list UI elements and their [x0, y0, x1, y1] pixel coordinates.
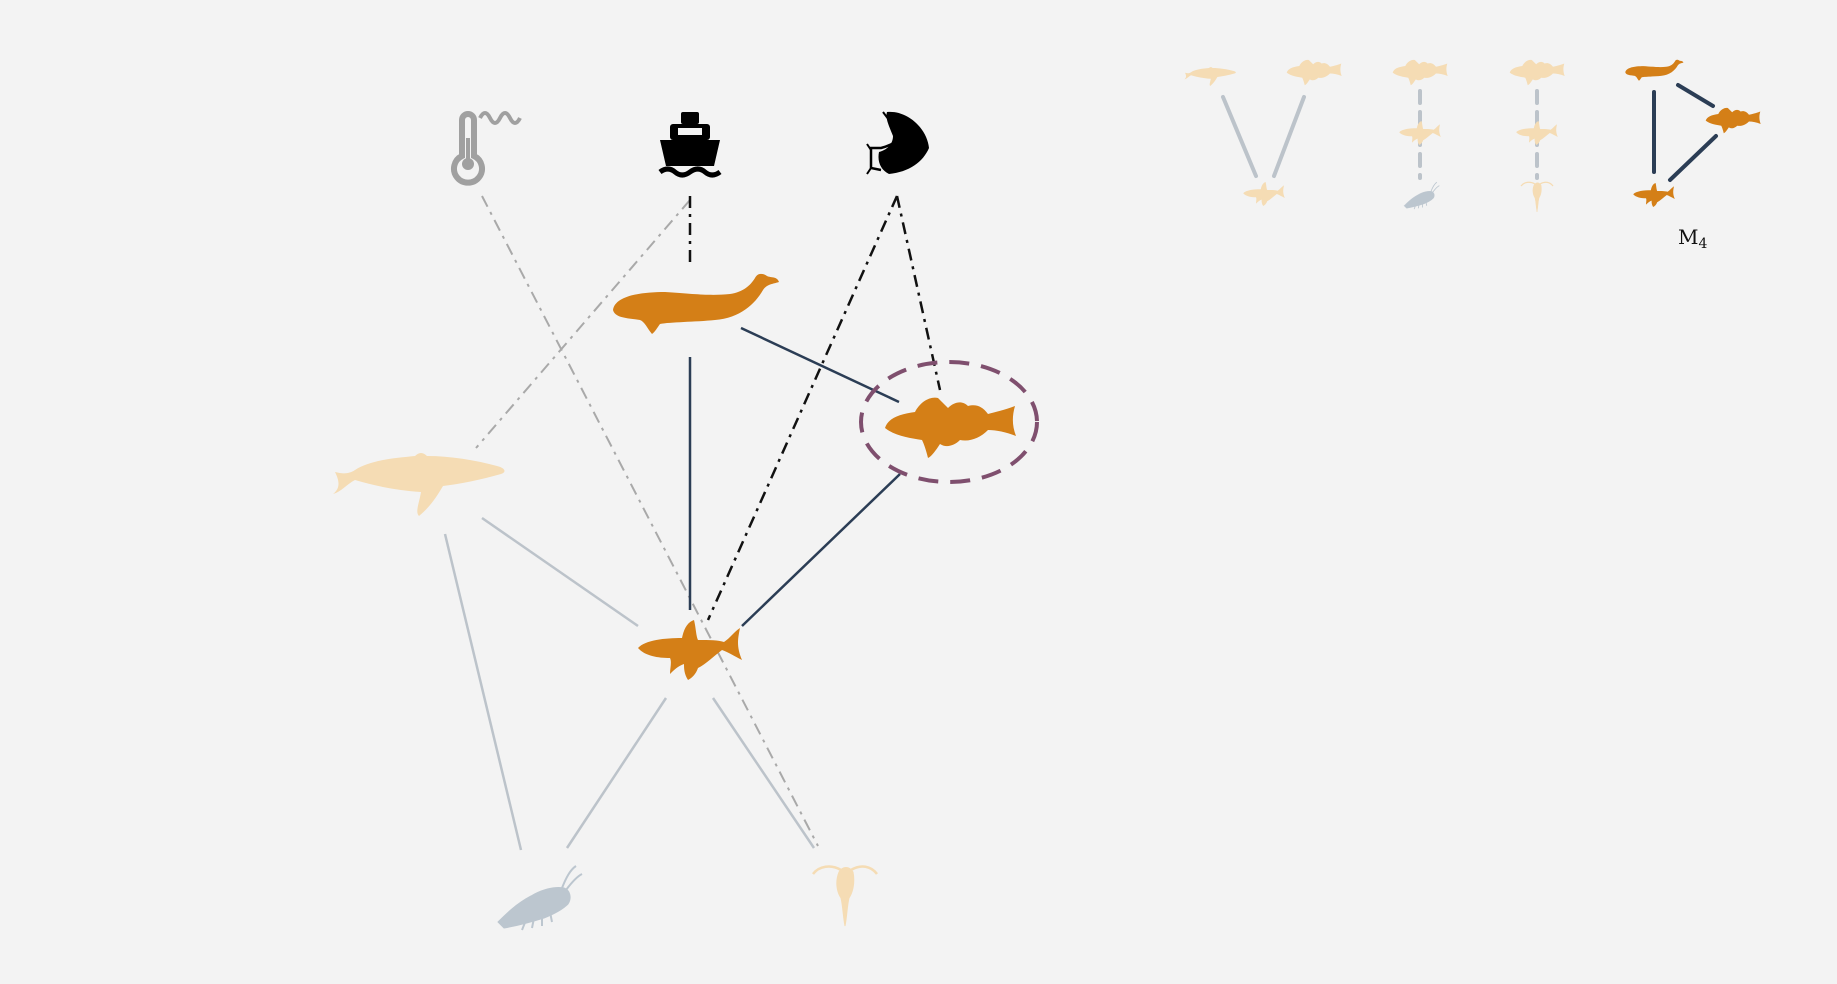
- humpback-krill-link: [443, 533, 523, 851]
- motif-v: [1184, 59, 1342, 206]
- capelin-krill-link: [565, 697, 668, 849]
- humpback-whale-icon: [333, 453, 505, 516]
- predation-cod-link: [895, 195, 942, 391]
- motif-v-capelin-icon: [1243, 182, 1285, 206]
- highlight-ellipse: [859, 360, 1039, 484]
- motif-chain-krill-krill-icon: [1403, 181, 1440, 210]
- motif-chain-copepod-cod-icon: [1509, 59, 1565, 86]
- capelin-copepod-link: [711, 697, 816, 849]
- motif-chain-krill-cod-icon: [1392, 59, 1448, 86]
- motif-triangle-beluga-icon: [1625, 59, 1684, 81]
- motif-v-humpback-icon: [1184, 67, 1236, 86]
- cod-capelin-link: [741, 473, 901, 627]
- motif-chain-copepod-capelin-icon: [1516, 121, 1558, 145]
- humpback-capelin-link: [481, 516, 639, 628]
- motif-triangle-cod-icon: [1705, 107, 1761, 134]
- motif-chain-krill: [1392, 59, 1448, 210]
- motif-chain-krill-capelin-icon: [1399, 121, 1441, 145]
- motif-chain-copepod: [1509, 59, 1565, 213]
- motif-triangle-capelin-icon: [1633, 183, 1675, 207]
- cod-icon: [885, 397, 1016, 458]
- motif-panel: M4: [1184, 59, 1761, 252]
- fishing-humpback-link: [475, 199, 691, 449]
- ship-icon: [658, 112, 722, 178]
- capelin-icon: [638, 620, 742, 680]
- krill-icon: [497, 865, 583, 931]
- motif-chain-copepod-copepod-icon: [1520, 181, 1554, 213]
- motif-label-base: M: [1678, 225, 1698, 249]
- seal-icon: [866, 111, 929, 175]
- motif-triangle: [1625, 59, 1761, 207]
- motif-label: M4: [1678, 225, 1707, 252]
- thermometer-icon: [451, 111, 522, 186]
- predation-capelin-link: [706, 195, 899, 621]
- motif-label-subscript: 4: [1698, 236, 1707, 252]
- motif-v-cod-icon: [1286, 59, 1342, 86]
- copepod-icon: [811, 865, 879, 928]
- beluga-whale-icon: [613, 273, 779, 334]
